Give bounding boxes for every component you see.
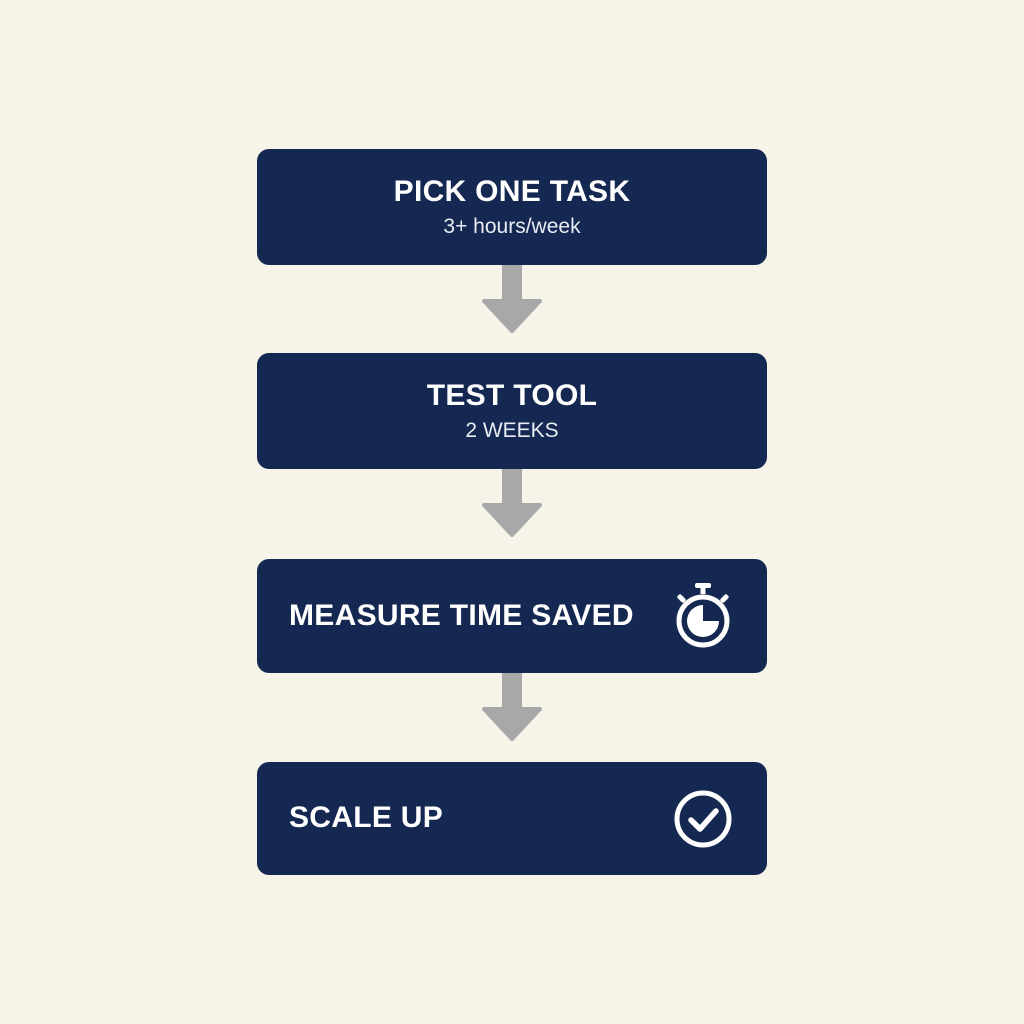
- step-test-tool: TEST TOOL 2 WEEKS: [257, 353, 767, 469]
- stopwatch-icon: [673, 583, 733, 648]
- step-title: TEST TOOL: [426, 378, 598, 412]
- step-measure-time-saved: MEASURE TIME SAVED: [257, 559, 767, 673]
- step-subtitle: 3+ hours/week: [443, 215, 581, 239]
- step-title: MEASURE TIME SAVED: [289, 598, 634, 632]
- down-arrow-icon: [482, 469, 542, 537]
- step-title: SCALE UP: [289, 801, 444, 835]
- step-pick-one-task: PICK ONE TASK 3+ hours/week: [257, 149, 767, 265]
- step-subtitle: 2 WEEKS: [465, 419, 559, 443]
- check-circle-icon: [673, 789, 733, 849]
- down-arrow-icon: [482, 265, 542, 333]
- down-arrow-icon: [482, 673, 542, 741]
- step-title: PICK ONE TASK: [393, 174, 631, 208]
- step-scale-up: SCALE UP: [257, 762, 767, 875]
